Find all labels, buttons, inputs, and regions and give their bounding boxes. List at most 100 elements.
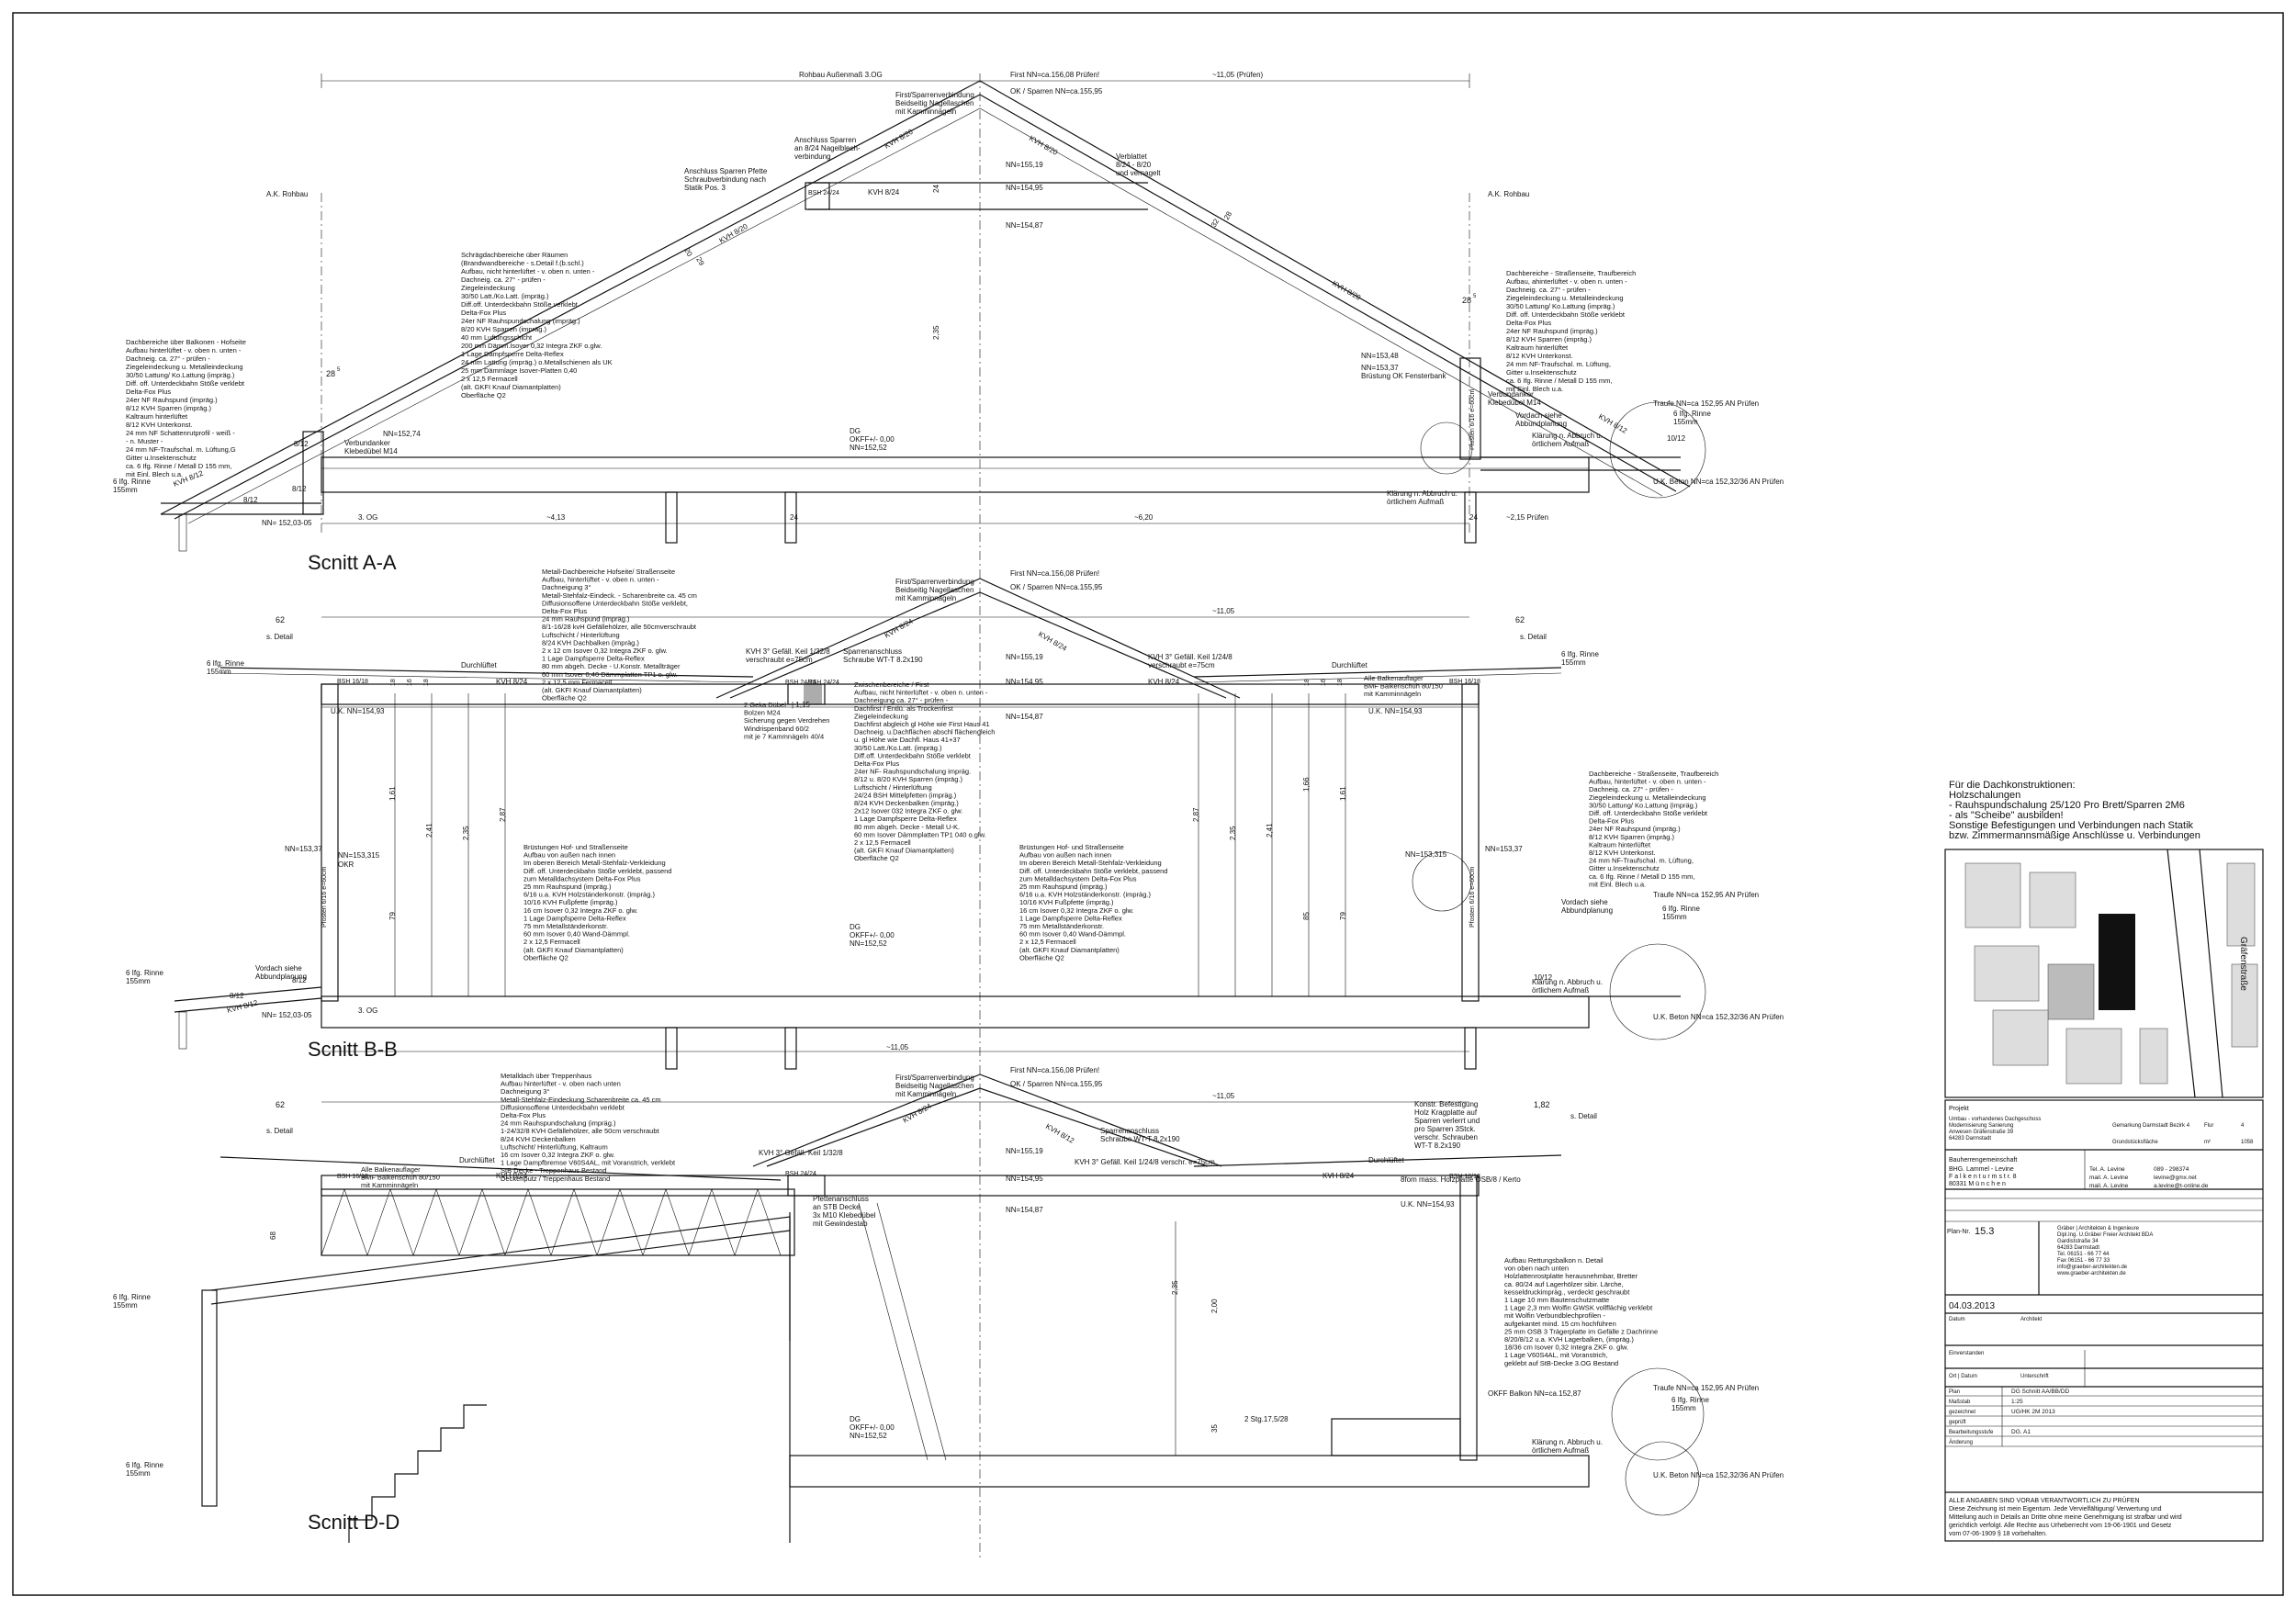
stairs-d: [348, 1404, 487, 1543]
spec-text: Ziegeleindeckung: [461, 284, 515, 292]
sheet-frame: [12, 12, 2284, 1596]
spec-text: Diff. off. Unterdeckbahn Stöße verklebt: [1589, 809, 1708, 817]
spec-text: 75 mm Metallständerkonstr.: [1019, 922, 1104, 930]
tb-value: 1:25: [2011, 1399, 2023, 1405]
member-label: Durchlüftet: [1332, 661, 1367, 669]
tb-value: DG. A1: [2011, 1429, 2031, 1435]
label: A.K. Rohbau: [1488, 190, 1529, 198]
spec-text: Dachneigung ca. 27° - prüfen -: [854, 696, 949, 704]
disclaimer: gerichtlich verfolgt. Alle Rechte aus Ur…: [1949, 1523, 2172, 1529]
title-block: [1944, 1099, 2264, 1542]
note: 155mm: [1673, 418, 1698, 426]
note: 155mm: [113, 486, 138, 494]
floor-slab-a: [321, 456, 1590, 493]
spec-text: 8/12 KVH Unterkonst.: [126, 421, 193, 429]
spec-text: geklebt auf StB-Decke 3.OG Bestand: [1504, 1359, 1618, 1367]
spec-text: 8/20 KVH Sparren (impräg.): [461, 325, 546, 333]
spec-text: Diff. off. Unterdeckbahn Stöße verklebt,…: [523, 867, 671, 875]
dim-label: 35: [1210, 1424, 1219, 1433]
roof-ridge-b: [715, 578, 1241, 699]
dim-label: ~11,05: [1212, 1092, 1235, 1100]
spec-text: Ziegeleindeckung u. Metalleindeckung: [1589, 793, 1706, 802]
tb-value: Flur: [2204, 1123, 2213, 1129]
note: 155mm: [1561, 658, 1586, 667]
tb-value: 64283 Darmstadt: [2057, 1245, 2099, 1251]
spec-text: Aufbau, hinterlüftet - v. oben n. unten …: [1589, 778, 1706, 786]
note: 6 Ifg. Rinne: [207, 659, 244, 668]
member-label: KVH 8/24: [1037, 630, 1069, 653]
dim-label: s. Detail: [266, 1127, 293, 1135]
spec-text: 30/50 Lattung/ Ko.Lattung (impräg.): [126, 371, 235, 379]
level-mark: Traufe NN=ca 152,95 AN Prüfen: [1653, 399, 1759, 408]
spec-text: 1 Lage Dampfsperre Delta-Reflex: [854, 815, 957, 823]
spec-text: Kaltraum hinterlüftet: [126, 412, 188, 421]
note: Klärung n. Abbruch u.: [1532, 978, 1603, 986]
note: Klärung n. Abbruch u.: [1387, 489, 1458, 498]
tb-value: info@graeber-architekten.de: [2057, 1265, 2128, 1270]
level-mark: NN=155,19: [1006, 653, 1043, 661]
tb-value: Anwesen Gräfenstraße 39: [1949, 1130, 2014, 1135]
note: 155mm: [207, 668, 231, 676]
note: 6 Ifg. Rinne: [1671, 1396, 1709, 1404]
note: WT-T 8.2x190: [1414, 1141, 1461, 1150]
dim-label: Rohbau Außenmaß 3.OG: [799, 71, 883, 79]
spec-text: 24 mm NF Schattenrutprofil - weiß -: [126, 429, 235, 437]
spec-text: 1 Lage V60S4AL, mit Voranstrich,: [1504, 1351, 1608, 1359]
level-mark: U.K. NN=154,93: [331, 707, 385, 715]
member-label: KVH 3° Gefäll. Keil 1/32/8: [759, 1149, 843, 1157]
spec-text: (alt. GKFI Knauf Diamantplatten): [854, 847, 954, 855]
note: Schraube WT-T 8.2x190: [843, 656, 923, 664]
spec-text: 6/16 u.a. KVH Holzständerkonstr. (impräg…: [523, 891, 655, 899]
section-title: Scnitt A-A: [308, 551, 397, 574]
note: 155mm: [1671, 1404, 1696, 1412]
dim-label: OK / Sparren NN=ca.155,95: [1010, 87, 1103, 96]
level-mark: NN=153,37: [1361, 364, 1399, 372]
spec-text: 2x12 Isover 032 Integra ZKF o. glw.: [854, 807, 962, 815]
tb-value: levine@gmx.net: [2154, 1175, 2197, 1181]
note: Klärung n. Abbruch u.: [1532, 1438, 1603, 1446]
general-note: - Rauhspundschalung 25/120 Pro Brett/Spa…: [1949, 800, 2185, 811]
spec-text: 24er NF Rauhspund (impräg.): [126, 396, 218, 404]
spec-text: 8/12 KVH Sparren (impräg.): [126, 404, 211, 412]
spec-text: 60 mm Isover Dämmplatten TP1 040 o.glw.: [854, 830, 986, 838]
dim-label: ~11,05: [886, 1043, 909, 1051]
level-mark: 3. OG: [358, 1006, 377, 1015]
level-mark: DG: [850, 923, 861, 931]
spec-text: Oberfläche Q2: [523, 953, 568, 961]
spec-text: (alt. GKFI Knauf Diamantplatten): [1019, 946, 1120, 954]
tb-label: Projekt: [1949, 1106, 1969, 1112]
note: verschraubt e=75cm: [746, 656, 813, 664]
spec-text: 24 mm Rauhspund (impräg.): [542, 615, 630, 624]
note: Pfosten 6/16 e=60cm: [1469, 866, 1476, 928]
level-mark: NN=152,52: [850, 1432, 887, 1440]
dim-label: OK / Sparren NN=ca.155,95: [1010, 1080, 1103, 1088]
level-mark: U.K. Beton NN=ca 152,32/36 AN Prüfen: [1653, 1471, 1784, 1479]
spec-text: (Brandwandbereiche - s.Detail f.(b.schl.…: [461, 259, 584, 267]
spec-text: 8/20/8/12 u.a. KVH Lagerbalken, (impräg.…: [1504, 1335, 1634, 1344]
note: 155mm: [113, 1301, 138, 1310]
spec-text: u. gl Höhe wie Dachfl. Haus 41+37: [854, 736, 961, 744]
dim-label: 18: [390, 679, 397, 686]
note: und vernagelt: [1116, 169, 1161, 177]
spec-text: Aufbau von außen nach innen: [523, 851, 615, 860]
tb-value: Umbau - vorhandenes Dachgeschoss: [1949, 1117, 2041, 1122]
dim-label: 16: [407, 679, 413, 686]
tb-value: UG/HK 2M 2013: [2011, 1409, 2055, 1415]
spec-text: 24er NF Rauhspund (impräg.): [1506, 327, 1598, 335]
spec-text: Diff. off. Unterdeckbahn Stöße verklebt,…: [1019, 867, 1167, 875]
note: mit Gewindestab: [813, 1220, 868, 1228]
note: 155mm: [126, 977, 151, 985]
note: verschr. Schrauben: [1414, 1133, 1478, 1141]
note: Klebedübel M14: [1488, 399, 1541, 407]
spec-text: 24er NF Rauhspundschalung (impräg.): [461, 317, 580, 325]
tb-value: 64283 Darmstadt: [1949, 1136, 1991, 1141]
level-mark: OKFF+/- 0,00: [850, 931, 895, 939]
section-a-a: [160, 73, 1706, 1561]
member-label: KVH 8/24: [496, 1172, 528, 1180]
spec-text: 75 mm Metallständerkonstr.: [523, 922, 608, 930]
level-mark: NN=153,48: [1361, 352, 1399, 360]
spec-text: Dachneig. ca. 27° - prüfen -: [461, 275, 546, 284]
member-label: KVH 8/20: [884, 128, 916, 151]
level-mark: U.K. NN=154,93: [1368, 707, 1423, 715]
